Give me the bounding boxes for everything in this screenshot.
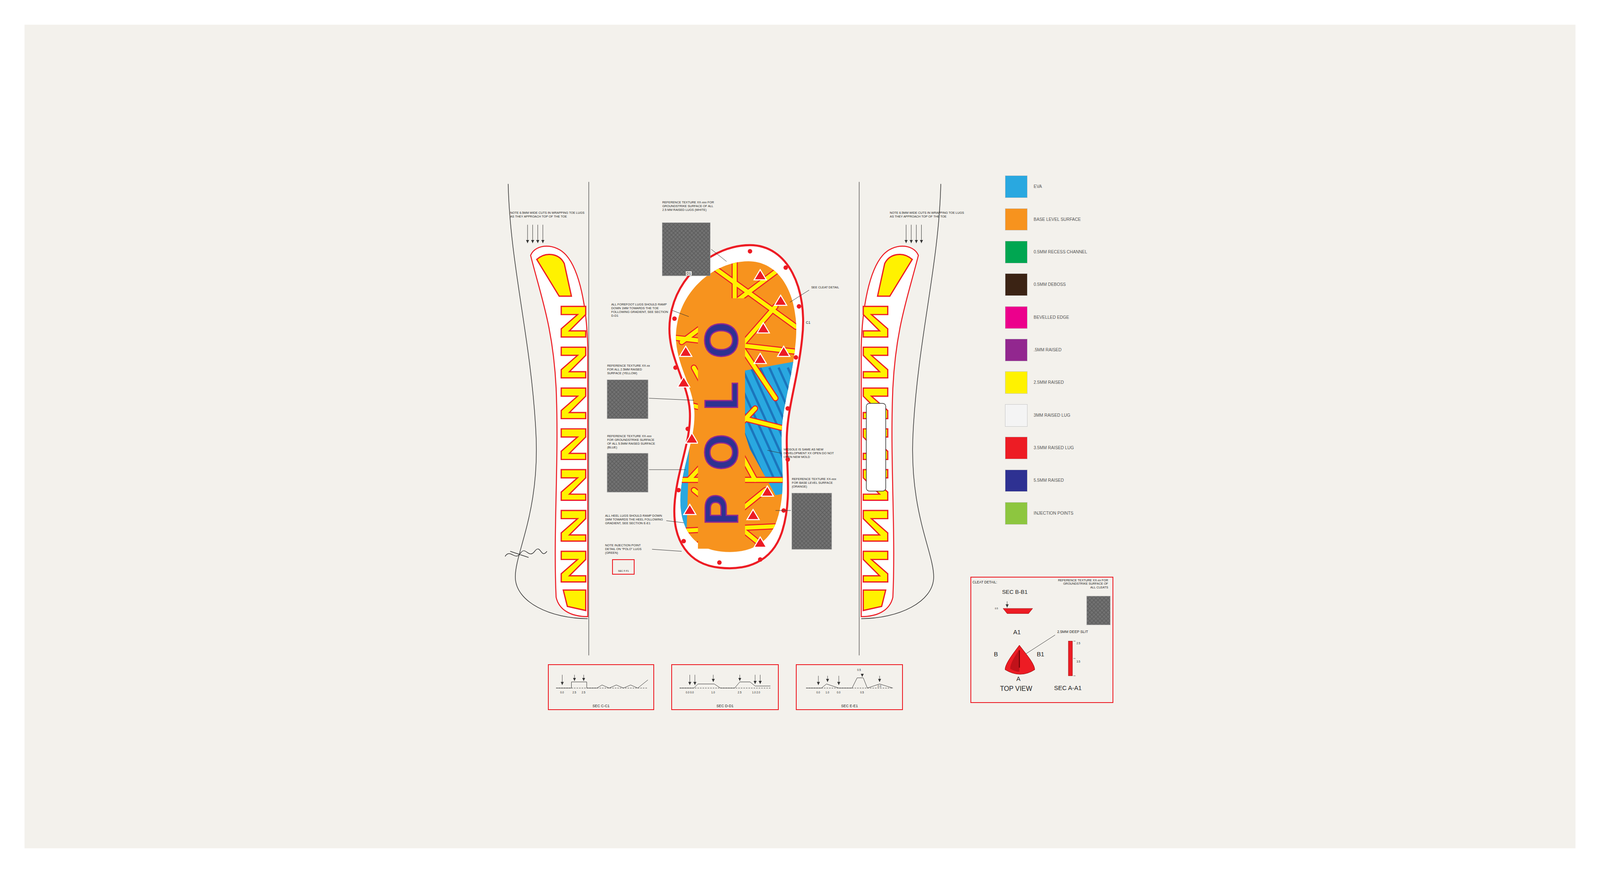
callout-note: REFERENCE TEXTURE XX-xx FOR ALL 2.5MM RA… (607, 364, 653, 375)
callout-note: SEE CLEAT DETAIL (811, 285, 853, 290)
callout-note: MIDSOLE IS SAME AS NEW DEVELOPMENT XX OP… (783, 447, 835, 459)
legend-text: INJECTION POINTS (1033, 510, 1074, 516)
section-letter: A (1016, 675, 1021, 683)
legend-swatch (1005, 338, 1028, 362)
dimension-value: 2.5 (1076, 641, 1081, 645)
legend-swatch (1005, 436, 1028, 460)
legend-swatch (1005, 502, 1028, 525)
callout-note: REFERENCE TEXTURE XX-xx FOR GROUNDSTRIKE… (1057, 578, 1108, 590)
legend-swatch (1005, 469, 1028, 493)
legend-text: 3.5MM RAISED LUG (1033, 445, 1074, 451)
legend-text: EVA (1033, 184, 1043, 190)
section-title: SEC B-B1 (1002, 588, 1028, 596)
dimension-value: 0.5 (860, 690, 864, 695)
section-label: SEC C-C1 (592, 703, 610, 709)
callout-note: NOTE 6.5MM WIDE CUTS IN WRAPPING TOE LUG… (890, 211, 966, 219)
legend-text: 3MM RAISED LUG (1033, 412, 1071, 418)
legend-swatch (1005, 208, 1028, 231)
legend-text: 0.5MM RECESS CHANNEL (1033, 249, 1088, 255)
legend-swatch (1005, 175, 1028, 198)
section-marker: D1 (685, 271, 693, 276)
logo-text: POLO (697, 298, 745, 549)
section-letter: A1 (1013, 628, 1021, 637)
legend-swatch (1005, 273, 1028, 296)
dimension-value: 2.5 (572, 690, 577, 695)
section-title: SEC A-A1 (1054, 684, 1082, 693)
section-label: SEC D-D1 (716, 703, 734, 709)
section-box: SEC C-C1 (547, 664, 655, 710)
dimension-value: 1.0 2.0 (752, 690, 760, 695)
legend-swatch (1005, 404, 1028, 427)
dimension-value: 2.0 (877, 684, 882, 688)
section-box: SEC E-E1 (795, 664, 903, 710)
legend-swatch (1005, 371, 1028, 394)
dimension-value: 1.0 (825, 690, 830, 695)
callout-note: ALL FOREFOOT LUGS SHOULD RAMP DOWN 1MM T… (611, 302, 671, 318)
section-box: SEC D-D1 (671, 664, 779, 710)
callout-note: ALL HEEL LUGS SHOULD RAMP DOWN 1MM TOWAR… (605, 514, 665, 525)
callout-note: 2.5MM DEEP SLIT (1057, 629, 1088, 635)
view-title: TOP VIEW (1000, 684, 1033, 693)
dimension-value: 0.5 (857, 668, 861, 672)
dimension-value: 2.5 (581, 690, 586, 695)
legend-swatch (1005, 240, 1028, 264)
dimension-value: 0.0 (816, 690, 820, 695)
section-letter: B (993, 650, 998, 659)
legend-text: BASE LEVEL SURFACE (1033, 217, 1081, 223)
dimension-value: 2.5 (737, 690, 742, 695)
dimension-value: 0.5 (995, 607, 998, 610)
dimension-value: 0.0 0.0 (685, 690, 694, 695)
legend-text: BEVELLED EDGE (1033, 315, 1070, 320)
legend-text: .5MM RAISED (1033, 347, 1062, 353)
section-box: SEC F-F1 (612, 559, 635, 575)
dimension-value: 3.5 (1076, 660, 1081, 664)
callout-note: REFERENCE TEXTURE XX-xxx FOR BASE LEVEL … (791, 477, 837, 489)
legend-text: 5.5MM RAISED (1033, 477, 1064, 483)
section-letter: B1 (1036, 650, 1045, 659)
section-label: CLEAT DETAIL: (971, 579, 999, 585)
legend-text: 0.5MM DEBOSS (1033, 282, 1066, 288)
section-marker: C1 (805, 320, 812, 325)
section-label: SEC E-E1 (841, 703, 858, 709)
callout-note: REFERENCE TEXTURE XX-xxx FOR GROUNDSTRIK… (662, 200, 715, 212)
dimension-value: 0.0 (836, 690, 841, 695)
callout-note: NOTE 6.5MM WIDE CUTS IN WRAPPING TOE LUG… (510, 211, 586, 219)
legend-text: 2.5MM RAISED (1033, 380, 1064, 385)
callout-note: NOTE INJECTION POINT DETAIL ON "POLO" LU… (605, 543, 650, 555)
legend-swatch (1005, 306, 1028, 329)
section-label: SEC F-F1 (617, 569, 629, 573)
dimension-value: 1.0 (711, 690, 715, 695)
dimension-value: 0.0 (560, 690, 564, 695)
callout-note: REFERENCE TEXTURE XX-xxx FOR GROUNDSTRIK… (607, 434, 657, 450)
detail-panel: CLEAT DETAIL: (970, 576, 1114, 704)
